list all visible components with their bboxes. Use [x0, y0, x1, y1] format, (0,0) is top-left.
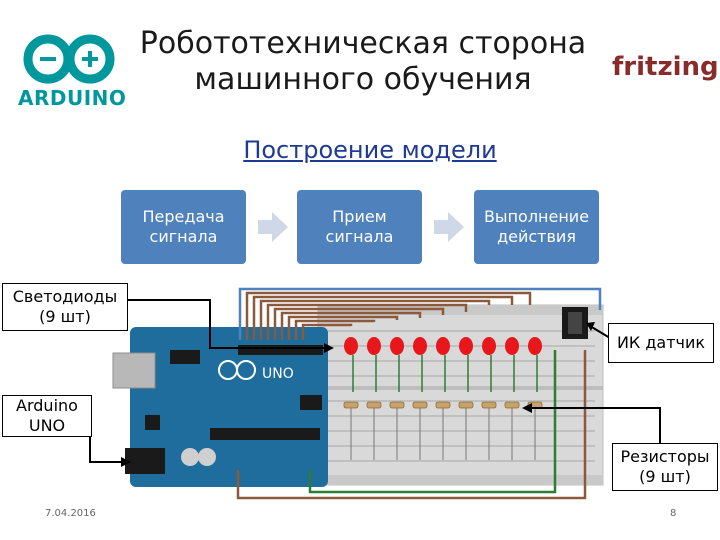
footer-date: 7.04.2016 [45, 508, 96, 519]
flow-arrow-icon [434, 212, 464, 242]
flow-step-receive: Прием сигнала [297, 190, 422, 264]
flow-step-action: Выполнение действия [474, 190, 599, 264]
title-line-2: машинного обучения [194, 62, 532, 97]
section-subtitle: Построение модели [243, 136, 497, 164]
arduino-logo-icon [23, 34, 115, 84]
page-number: 8 [670, 508, 677, 519]
fritzing-logo-text: fritzing [612, 52, 719, 82]
callout-ir-sensor: ИК датчик [608, 323, 714, 363]
callout-leds: Светодиоды (9 шт) [2, 283, 128, 331]
page-title: Робототехническая сторона машинного обуч… [128, 26, 598, 98]
flow-step-transmit: Передача сигнала [121, 190, 246, 264]
arduino-logo-text: ARDUINO [18, 86, 127, 110]
title-line-1: Робототехническая сторона [139, 26, 587, 61]
flow-arrow-icon [258, 212, 288, 242]
callout-arduino: Arduino UNO [2, 395, 92, 437]
fritzing-logo [607, 40, 709, 92]
arduino-board [130, 327, 328, 487]
callout-resistors: Резисторы (9 шт) [612, 443, 718, 491]
board-label: UNO [262, 366, 294, 382]
